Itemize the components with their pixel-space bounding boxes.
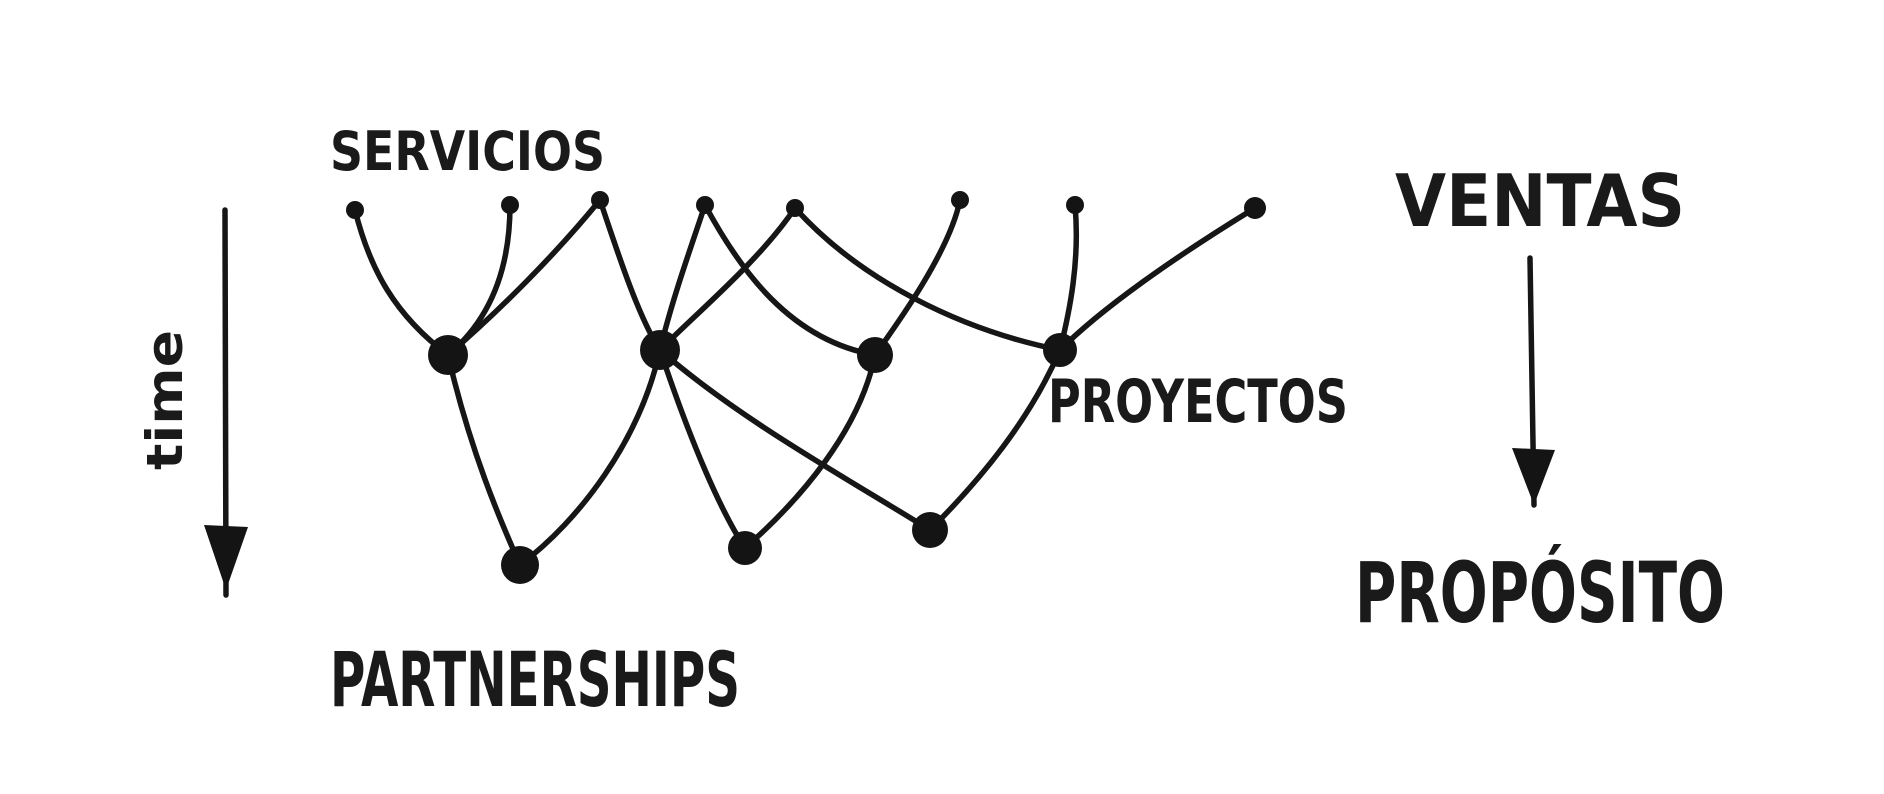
node-top-7 [1066,196,1084,214]
node-top-6 [951,191,969,209]
node-mid-4 [1043,333,1077,367]
label-time: time [136,330,194,470]
node-bottom-2 [728,531,762,565]
node-top-4 [696,196,714,214]
node-top-5 [786,199,804,217]
node-top-2 [501,196,519,214]
node-mid-3 [857,337,893,373]
node-bottom-1 [501,546,539,584]
top-row-nodes [346,191,1266,219]
node-bottom-3 [912,512,948,548]
node-top-1 [346,201,364,219]
node-top-3 [591,191,609,209]
node-top-8 [1244,197,1266,219]
label-ventas: Ventas [1395,159,1685,243]
label-proposito: Propósito [1355,544,1725,642]
network-edges [352,197,1258,568]
label-partnerships: Partnerships [330,635,740,724]
time-arrow [204,207,248,598]
middle-row-nodes [428,330,1077,375]
node-mid-1 [428,335,468,375]
bottom-row-nodes [501,512,948,584]
label-proyectos: Proyectos [1048,367,1348,437]
label-servicios: Servicios [330,120,605,183]
ventas-to-proposito-arrow [1512,255,1555,508]
node-mid-2 [640,330,680,370]
